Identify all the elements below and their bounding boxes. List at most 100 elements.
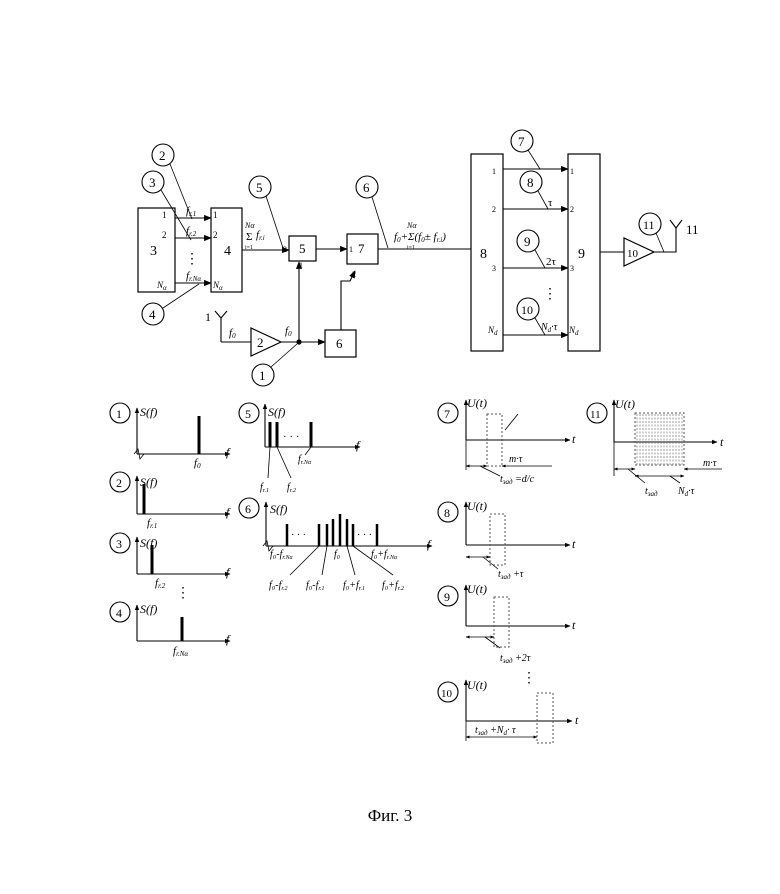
svg-text:fr.i: fr.i bbox=[256, 229, 265, 242]
svg-text:t: t bbox=[575, 713, 579, 727]
block-diagram: 3 1 2 Nα 4 1 2 Nα fr.1 fr.2 ⋮ fr.Nα 2 3 … bbox=[138, 130, 699, 386]
svg-text:f₀+fr.1: f₀+fr.1 bbox=[343, 580, 365, 592]
svg-text:1: 1 bbox=[116, 407, 122, 421]
label-f0-in: f0 bbox=[229, 327, 236, 340]
block-3-port-2: 2 bbox=[162, 230, 167, 240]
label-sum: Nα Σ i=1 fr.i bbox=[244, 221, 265, 251]
timing-plot-10: 10 U(t) tзад +Nd· τ t bbox=[438, 678, 579, 743]
svg-text:S(f): S(f) bbox=[140, 602, 157, 616]
svg-text:4: 4 bbox=[116, 606, 122, 620]
spectrum-plot-5: 5 S(f) · · · fr.1 fr.2 fr.Nα f bbox=[239, 403, 361, 494]
block-7-label: 7 bbox=[358, 241, 365, 256]
svg-text:Nd·τ: Nd·τ bbox=[677, 486, 695, 498]
label-frn: fr.Nα bbox=[186, 270, 201, 283]
marker-11-label: 11 bbox=[643, 218, 655, 232]
block-5-label: 5 bbox=[299, 241, 306, 256]
svg-text:Nα: Nα bbox=[406, 221, 417, 230]
marker-5-label: 5 bbox=[256, 180, 263, 195]
svg-text:t: t bbox=[572, 432, 576, 446]
svg-text:f: f bbox=[226, 505, 231, 519]
pointer-7 bbox=[528, 150, 540, 169]
block-8-label: 8 bbox=[480, 247, 487, 262]
block-6-label: 6 bbox=[336, 336, 343, 351]
antenna-1-label: 1 bbox=[205, 310, 211, 324]
svg-text:f₀-fr.2: f₀-fr.2 bbox=[269, 580, 288, 592]
marker-3-label: 3 bbox=[149, 175, 156, 190]
svg-text:f₀-fr.Nα: f₀-fr.Nα bbox=[270, 549, 294, 561]
svg-text:U(t): U(t) bbox=[467, 678, 487, 692]
svg-text:tзад =d/c: tзад =d/c bbox=[500, 474, 535, 486]
svg-text:f: f bbox=[226, 445, 231, 459]
label-tau: τ bbox=[548, 197, 553, 209]
svg-text:tзад +2τ: tзад +2τ bbox=[500, 653, 531, 665]
svg-text:Σ: Σ bbox=[246, 231, 252, 243]
svg-text:f₀+fr.Nα: f₀+fr.Nα bbox=[371, 549, 398, 561]
marker-9-label: 9 bbox=[524, 234, 531, 249]
spectrum-plot-3: 3 S(f) fr.2 f bbox=[110, 533, 231, 590]
block-8 bbox=[471, 154, 503, 351]
svg-text:t: t bbox=[720, 435, 724, 449]
label-fr2: fr.2 bbox=[186, 225, 197, 238]
label-f0-out: f0 bbox=[285, 325, 292, 338]
spectrum-plot-1: 1 S(f) f0 f bbox=[110, 403, 231, 470]
figure-caption: Фиг. 3 bbox=[0, 806, 780, 826]
svg-text:· · ·: · · · bbox=[291, 530, 306, 541]
svg-text:11: 11 bbox=[590, 409, 601, 421]
svg-text:7: 7 bbox=[444, 407, 450, 421]
pulse-train bbox=[635, 413, 684, 465]
svg-text:S(f): S(f) bbox=[140, 536, 157, 550]
spectrum-plots: 1 S(f) f0 f 2 S(f) fr.1 f 3 S(f) bbox=[110, 403, 432, 658]
marker-10-label: 10 bbox=[521, 303, 533, 317]
svg-text:U(t): U(t) bbox=[467, 582, 487, 596]
svg-text:i=1: i=1 bbox=[407, 245, 415, 251]
spectrum-vdots: ⋮ bbox=[176, 586, 190, 601]
label-ndtau: Nd·τ bbox=[540, 322, 558, 334]
block-8-out-3: 3 bbox=[492, 264, 496, 273]
amplifier-2 bbox=[251, 328, 281, 356]
marker-4-label: 4 bbox=[149, 307, 156, 322]
marker-2-label: 2 bbox=[159, 148, 166, 163]
marker-1-label: 1 bbox=[259, 368, 266, 383]
label-out7: Nα f0+Σ(f0± fr.i) i=1 bbox=[394, 221, 446, 251]
pulse-envelope bbox=[635, 413, 684, 465]
block-4-label: 4 bbox=[224, 244, 231, 259]
wire-6-7 bbox=[341, 271, 355, 330]
svg-text:fr.2: fr.2 bbox=[287, 482, 296, 494]
svg-text:3: 3 bbox=[116, 537, 122, 551]
svg-text:S(f): S(f) bbox=[140, 405, 157, 419]
svg-text:9: 9 bbox=[444, 590, 450, 604]
timing-plot-7: 7 U(t) m·τ tзад =d/c t bbox=[438, 396, 576, 486]
spectrum-plot-6: 6 S(f) · · · · · · f₀-fr.Nα f0 f₀+fr.Nα … bbox=[239, 498, 432, 592]
svg-text:f0: f0 bbox=[194, 457, 201, 470]
timing-plot-11: 11 U(t) m·τ tзад Nd·τ t bbox=[587, 397, 724, 498]
svg-text:f: f bbox=[356, 438, 361, 452]
svg-text:fr.Nα: fr.Nα bbox=[173, 645, 188, 658]
spectrum-plot-4: 4 S(f) fr.Nα f bbox=[110, 602, 231, 658]
svg-text:f0: f0 bbox=[334, 549, 340, 561]
label-2tau: 2τ bbox=[546, 256, 557, 268]
svg-text:8: 8 bbox=[444, 506, 450, 520]
pointer-9 bbox=[535, 250, 545, 268]
svg-text:t: t bbox=[572, 537, 576, 551]
svg-text:t: t bbox=[572, 618, 576, 632]
block-9-in-3: 3 bbox=[570, 264, 574, 273]
block-8-out-1: 1 bbox=[492, 167, 496, 176]
amplifier-2-label: 2 bbox=[257, 335, 264, 350]
vdots-34: ⋮ bbox=[185, 252, 199, 267]
marker-8-label: 8 bbox=[527, 175, 534, 190]
timing-plots: 7 U(t) m·τ tзад =d/c t 8 U(t) tзад +τ t bbox=[438, 396, 724, 743]
timing-vdots: ⋮ bbox=[522, 671, 536, 686]
svg-text:S(f): S(f) bbox=[268, 405, 285, 419]
svg-text:f0+Σ(f0± fr.i): f0+Σ(f0± fr.i) bbox=[394, 231, 446, 244]
block-4-port-2: 2 bbox=[213, 230, 218, 240]
svg-text:f₀+fr.2: f₀+fr.2 bbox=[382, 580, 404, 592]
svg-text:fr.Nα: fr.Nα bbox=[298, 454, 312, 466]
svg-text:tзад +τ: tзад +τ bbox=[498, 569, 524, 581]
block-9-in-2: 2 bbox=[570, 205, 574, 214]
svg-text:i=1: i=1 bbox=[245, 245, 253, 251]
spectrum-plot-2: 2 S(f) fr.1 f bbox=[110, 472, 231, 530]
svg-text:m·τ: m·τ bbox=[703, 458, 717, 469]
block-5-port-1: 1 bbox=[299, 261, 303, 270]
svg-text:f: f bbox=[226, 632, 231, 646]
block-5-port-2: 2 bbox=[283, 245, 287, 254]
